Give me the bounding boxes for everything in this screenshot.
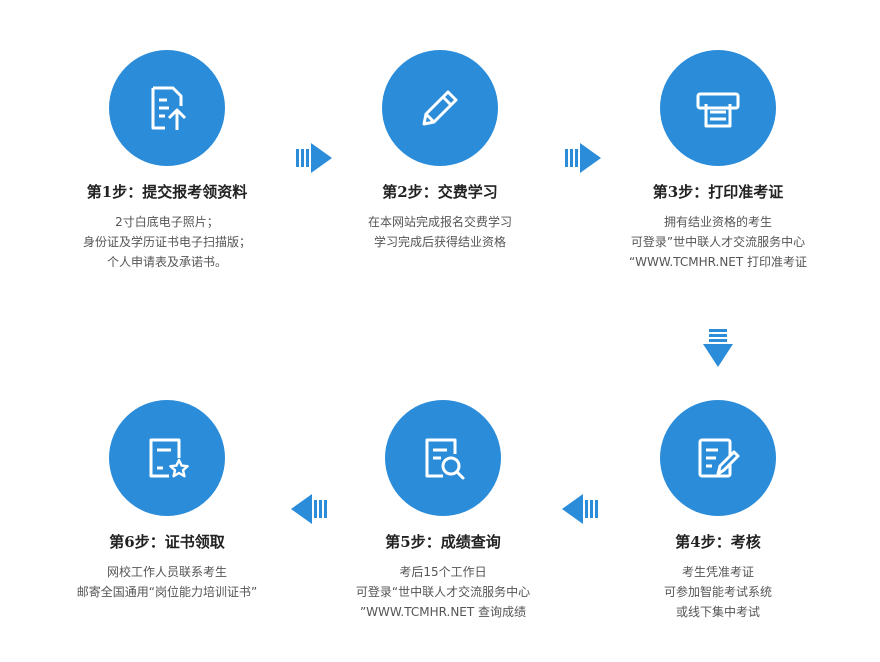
step-4-line-1: 考生凭准考证 — [681, 565, 754, 579]
step-2-title: 第2步：交费学习 — [382, 183, 498, 201]
step-3-line-3: “WWW.TCMHR.NET 打印准考证 — [628, 255, 808, 269]
arrow-left-icon — [291, 494, 327, 524]
step-6-line-1: 网校工作人员联系考生 — [106, 565, 227, 579]
step-2-circle — [382, 50, 498, 166]
step-1-line-3: 个人申请表及承诺书。 — [106, 255, 227, 269]
arrow-down-icon — [703, 329, 733, 367]
step-6-line-2: 邮寄全国通用“岗位能力培训证书” — [76, 585, 258, 599]
step-2: 第2步：交费学习 在本网站完成报名交费学习 学习完成后获得结业资格 — [300, 50, 580, 252]
exam-edit-icon — [698, 438, 740, 478]
printer-icon — [696, 92, 740, 128]
step-5-line-3: ”WWW.TCMHR.NET 查询成绩 — [359, 605, 527, 619]
step-4-title: 第4步：考核 — [675, 533, 761, 551]
step-6-circle — [109, 400, 225, 516]
step-3-description: 拥有结业资格的考生 可登录”世中联人才交流服务中心 “WWW.TCMHR.NET… — [613, 212, 823, 272]
step-3: 第3步：打印准考证 拥有结业资格的考生 可登录”世中联人才交流服务中心 “WWW… — [578, 50, 858, 272]
step-5: 第5步：成绩查询 考后15个工作日 可登录“世中联人才交流服务中心 ”WWW.T… — [303, 400, 583, 622]
step-2-line-1: 在本网站完成报名交费学习 — [367, 215, 512, 229]
step-6-description: 网校工作人员联系考生 邮寄全国通用“岗位能力培训证书” — [27, 562, 307, 602]
step-3-line-1: 拥有结业资格的考生 — [663, 215, 772, 229]
step-6-title: 第6步：证书领取 — [109, 533, 225, 551]
step-4-line-3: 或线下集中考试 — [675, 605, 760, 619]
step-4-description: 考生凭准考证 可参加智能考试系统 或线下集中考试 — [578, 562, 858, 622]
step-5-line-1: 考后15个工作日 — [399, 565, 487, 579]
step-6: 第6步：证书领取 网校工作人员联系考生 邮寄全国通用“岗位能力培训证书” — [27, 400, 307, 602]
step-5-circle — [385, 400, 501, 516]
step-1-title: 第1步：提交报考领资料 — [86, 183, 248, 201]
step-5-description: 考后15个工作日 可登录“世中联人才交流服务中心 ”WWW.TCMHR.NET … — [303, 562, 583, 622]
step-4-line-2: 可参加智能考试系统 — [663, 585, 772, 599]
step-1: 第1步：提交报考领资料 2寸白底电子照片； 身份证及学历证书电子扫描版； 个人申… — [27, 50, 307, 272]
step-1-description: 2寸白底电子照片； 身份证及学历证书电子扫描版； 个人申请表及承诺书。 — [27, 212, 307, 272]
document-upload-icon — [151, 86, 187, 130]
step-4: 第4步：考核 考生凭准考证 可参加智能考试系统 或线下集中考试 — [578, 400, 858, 622]
step-1-line-1: 2寸白底电子照片； — [115, 215, 219, 229]
step-1-circle — [109, 50, 225, 166]
step-2-line-2: 学习完成后获得结业资格 — [373, 235, 506, 249]
certificate-star-icon — [149, 438, 189, 478]
arrow-right-icon — [296, 143, 332, 173]
step-1-line-2: 身份证及学历证书电子扫描版； — [82, 235, 251, 249]
step-3-circle — [660, 50, 776, 166]
arrow-left-icon — [562, 494, 598, 524]
pencil-icon — [422, 90, 458, 126]
step-5-title: 第5步：成绩查询 — [385, 533, 501, 551]
step-3-title: 第3步：打印准考证 — [652, 183, 784, 201]
document-search-icon — [425, 438, 465, 480]
step-5-line-2: 可登录“世中联人才交流服务中心 — [355, 585, 531, 599]
arrow-right-icon — [565, 143, 601, 173]
step-3-line-2: 可登录”世中联人才交流服务中心 — [630, 235, 806, 249]
step-4-circle — [660, 400, 776, 516]
step-2-description: 在本网站完成报名交费学习 学习完成后获得结业资格 — [300, 212, 580, 252]
